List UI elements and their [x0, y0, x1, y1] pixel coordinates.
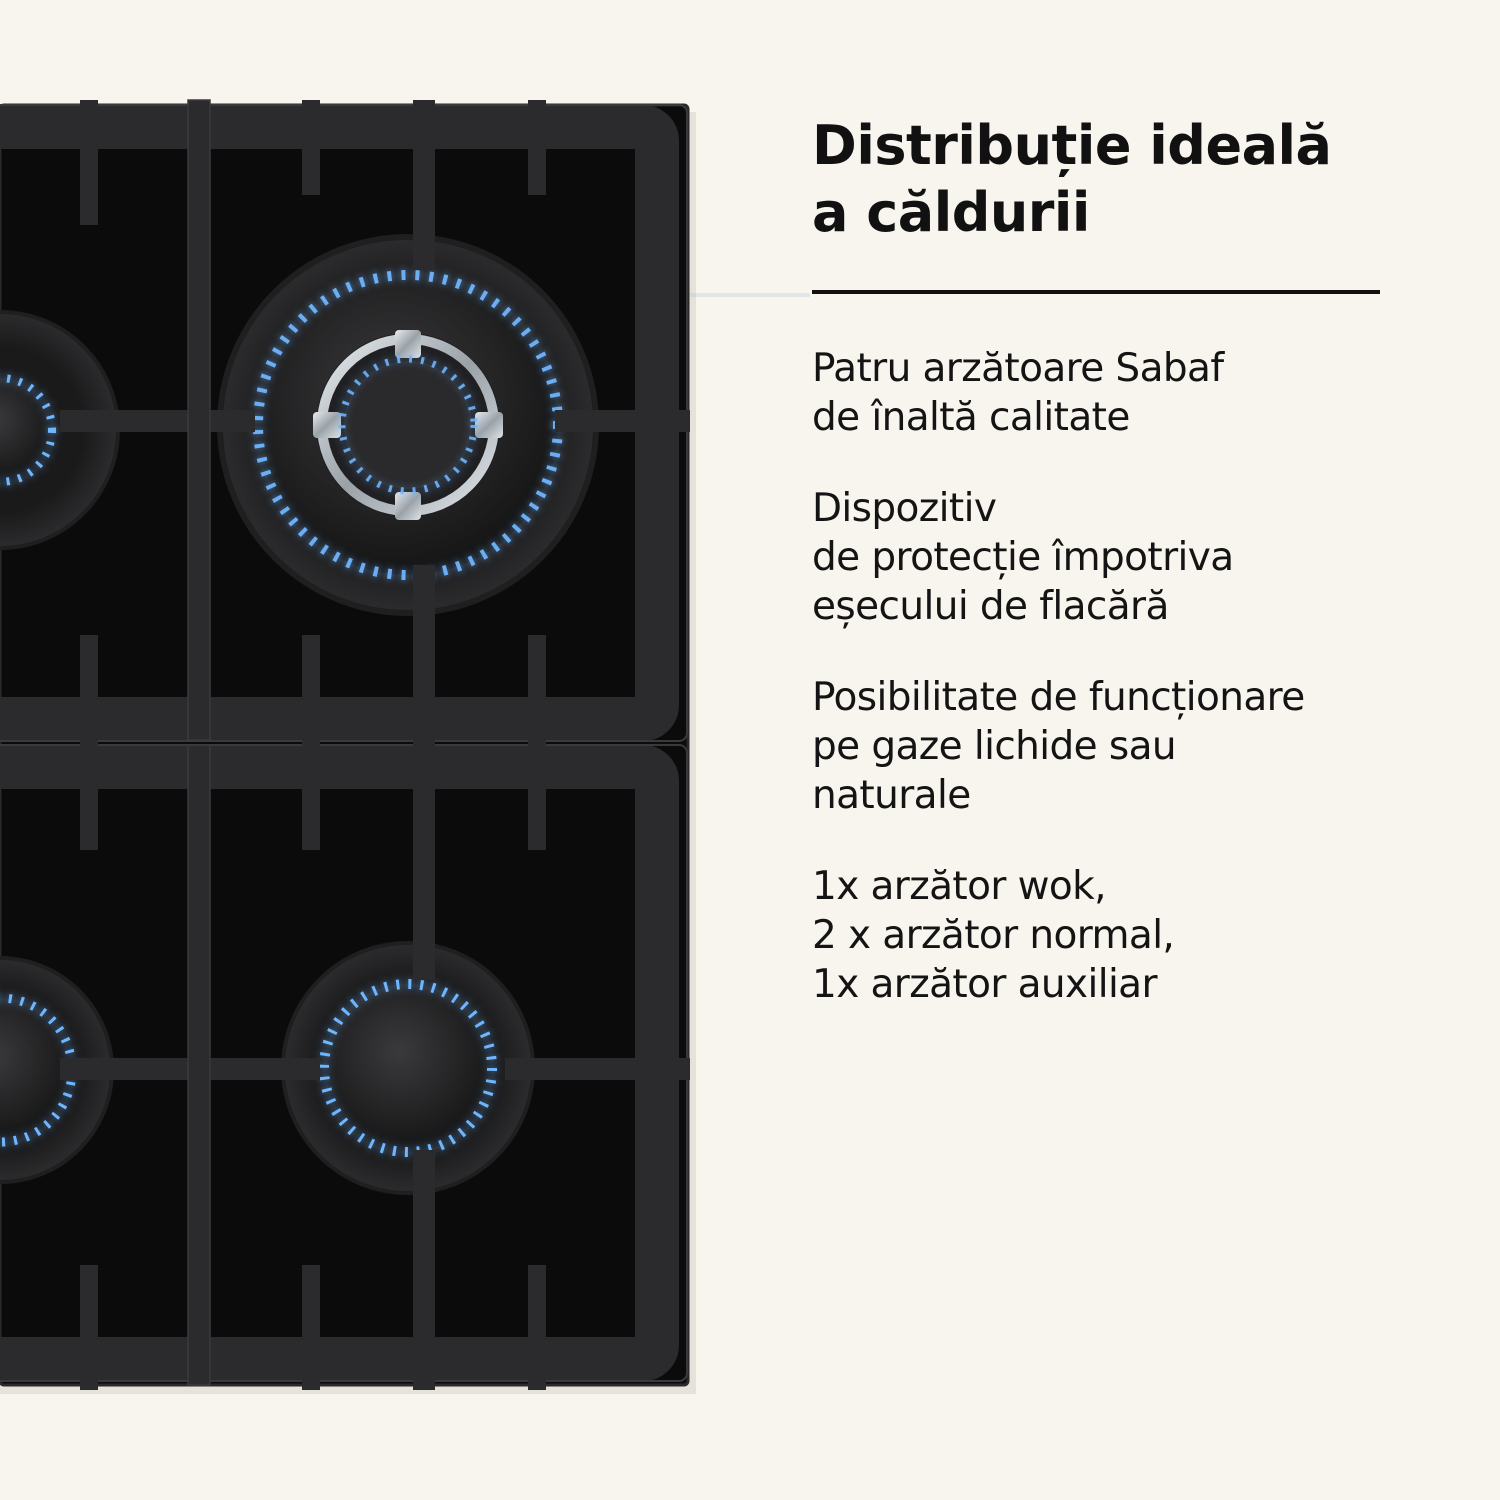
title-divider	[812, 290, 1380, 294]
feature-line: 2 x arzător normal,	[812, 913, 1175, 958]
page-title: Distribuție ideală a căldurii	[812, 112, 1452, 246]
feature-item: Patru arzătoare Sabaf de înaltă calitate	[812, 344, 1452, 442]
feature-line: 1x arzător wok,	[812, 864, 1107, 909]
title-line: a căldurii	[812, 181, 1090, 244]
feature-item: Dispozitiv de protecție împotriva eșecul…	[812, 484, 1452, 631]
feature-line: de înaltă calitate	[812, 395, 1130, 440]
divider-connector	[690, 293, 810, 297]
feature-line: Patru arzătoare Sabaf	[812, 346, 1224, 391]
auxiliary-burner-icon	[281, 941, 535, 1195]
feature-item: Posibilitate de funcționare pe gaze lich…	[812, 673, 1452, 820]
feature-line: eșecului de flacără	[812, 584, 1169, 629]
feature-list: Patru arzătoare Sabaf de înaltă calitate…	[812, 344, 1452, 1009]
title-line: Distribuție ideală	[812, 114, 1332, 177]
feature-item: 1x arzător wok, 2 x arzător normal, 1x a…	[812, 862, 1452, 1009]
gas-hob-photo	[0, 0, 700, 1500]
normal-burner-icon	[0, 310, 120, 550]
feature-line: de protecție împotriva	[812, 535, 1234, 580]
feature-line: 1x arzător auxiliar	[812, 962, 1158, 1007]
feature-line: naturale	[812, 773, 971, 818]
wok-burner-icon	[217, 234, 599, 616]
text-panel: Distribuție ideală a căldurii Patru arză…	[812, 112, 1452, 1051]
feature-line: Dispozitiv	[812, 486, 997, 531]
feature-line: pe gaze lichide sau	[812, 724, 1177, 769]
feature-line: Posibilitate de funcționare	[812, 675, 1305, 720]
